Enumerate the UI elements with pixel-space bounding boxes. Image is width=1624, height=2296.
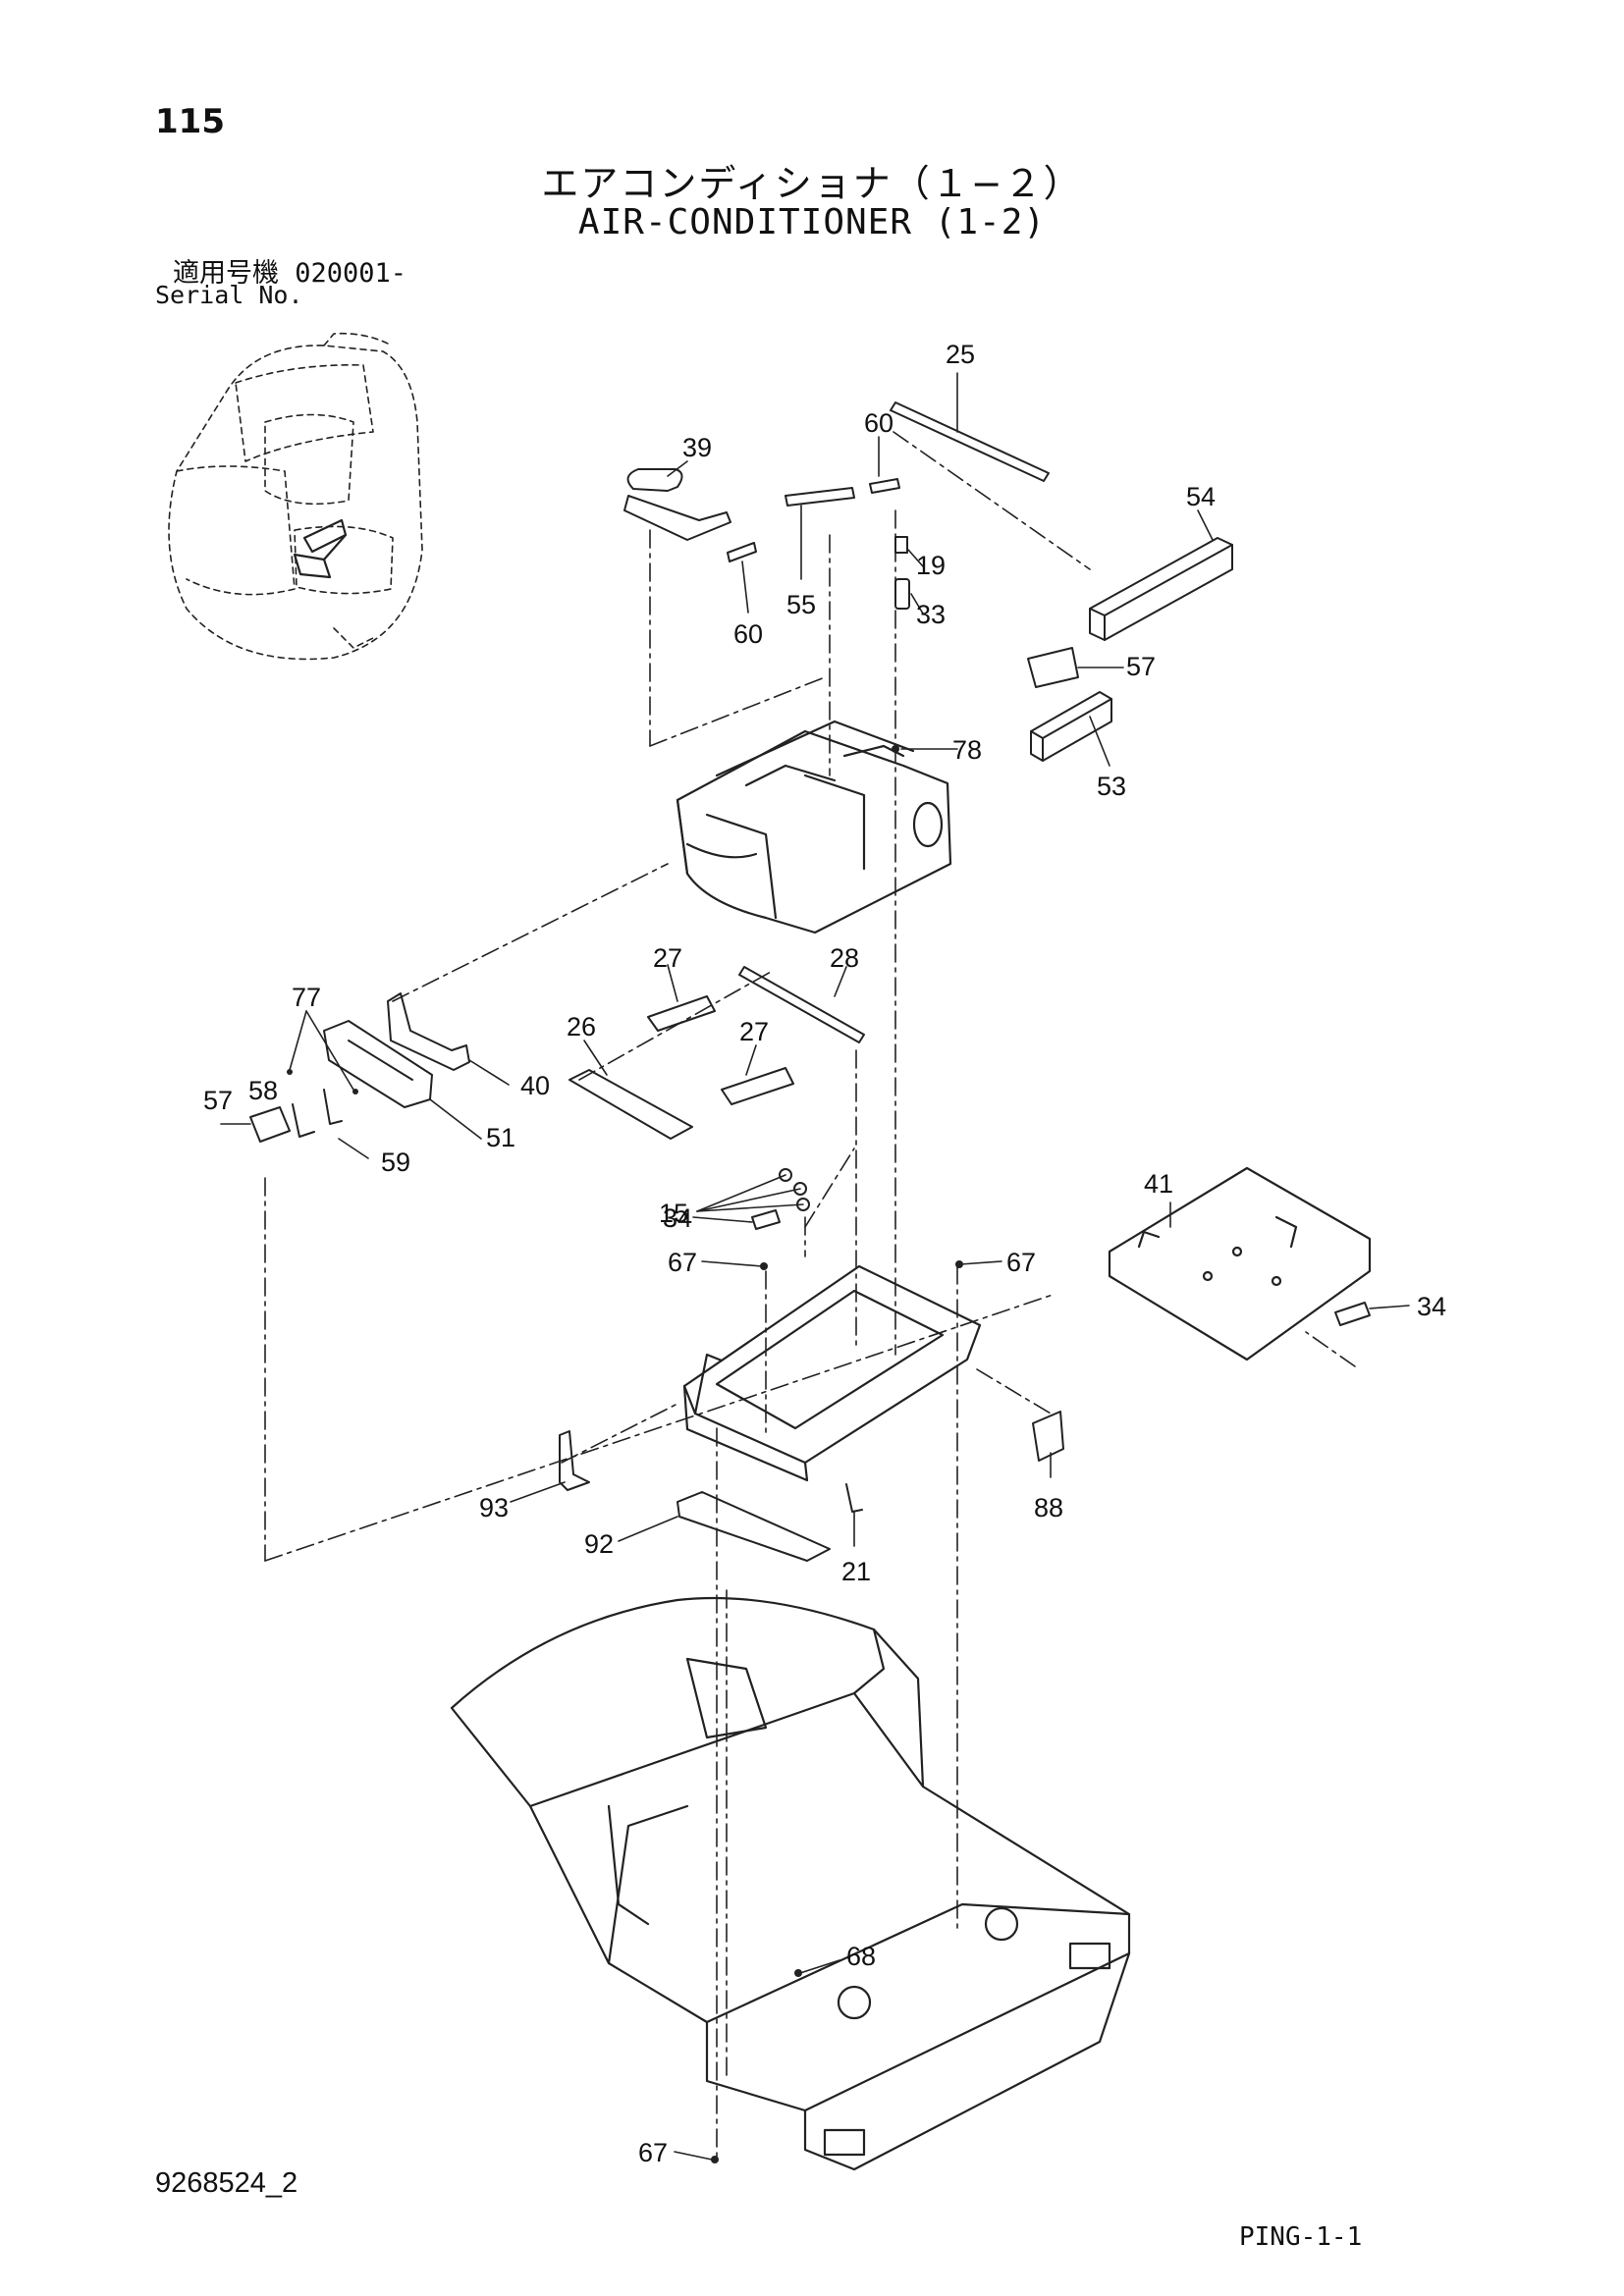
part-21-clip xyxy=(845,1483,863,1513)
callout-c34b: 34 xyxy=(1417,1292,1446,1321)
callout-c77: 77 xyxy=(292,983,321,1012)
callout-c59: 59 xyxy=(381,1148,410,1177)
fastener-dots xyxy=(287,745,963,2163)
part-25-bar xyxy=(890,401,1050,482)
cab-location-thumbnail xyxy=(168,332,423,661)
page-number: 115 xyxy=(155,102,225,141)
callout-c60a: 60 xyxy=(864,408,893,438)
callout-c26: 26 xyxy=(567,1012,596,1041)
callout-c40: 40 xyxy=(520,1071,550,1100)
callout-c92: 92 xyxy=(584,1529,614,1559)
title-japanese: エアコンディショナ（１−２） xyxy=(541,162,1083,205)
part-19-clip xyxy=(894,536,908,554)
callout-c60b: 60 xyxy=(733,619,763,649)
part-27-filter-a xyxy=(647,995,716,1032)
callout-c21: 21 xyxy=(841,1557,871,1586)
callout-c19: 19 xyxy=(916,551,946,580)
part-93-pad xyxy=(559,1430,590,1491)
part-57-pad-top xyxy=(1027,647,1079,688)
callout-c55: 55 xyxy=(786,590,816,619)
part-33-clip xyxy=(894,578,910,610)
callout-c67a: 67 xyxy=(668,1248,697,1277)
part-60-small-strip-b xyxy=(869,478,900,494)
callout-c27a: 27 xyxy=(653,943,682,973)
callout-c25: 25 xyxy=(946,340,975,369)
part-26-filter-sheet xyxy=(568,1069,693,1140)
part-55-strip xyxy=(785,487,855,507)
part-57-pad-left xyxy=(249,1106,291,1143)
callout-c93: 93 xyxy=(479,1493,509,1522)
cab-floor-frame xyxy=(450,1596,1131,2171)
part-54-block xyxy=(1089,537,1233,641)
cab-highlight xyxy=(293,518,348,579)
callout-c54: 54 xyxy=(1186,482,1216,511)
part-60-small-strip-a xyxy=(727,542,757,562)
air-conditioner-unit xyxy=(676,720,952,934)
callout-c88: 88 xyxy=(1034,1493,1063,1522)
title-english: AIR-CONDITIONER (1-2) xyxy=(577,202,1047,242)
callout-c58: 58 xyxy=(248,1076,278,1105)
callout-c67b: 67 xyxy=(1006,1248,1036,1277)
page-code: PING-1-1 xyxy=(1239,2222,1363,2252)
callout-labels: 25 60 39 54 19 55 33 60 57 78 53 27 28 26 27 77 40 57 58 51… xyxy=(203,340,1446,2167)
callout-c57a: 57 xyxy=(1126,652,1156,681)
assembly-guide-lines xyxy=(264,431,1356,2161)
part-28-bar xyxy=(738,966,865,1043)
part-27-filter-b xyxy=(721,1067,794,1105)
part-41-plate xyxy=(1108,1166,1372,1362)
part-34-pad-right xyxy=(1334,1302,1371,1326)
callout-c57b: 57 xyxy=(203,1086,233,1115)
part-53-pad xyxy=(1030,691,1112,762)
part-58-59-clips xyxy=(292,1089,343,1138)
callout-c67c: 67 xyxy=(638,2138,668,2167)
callout-c41: 41 xyxy=(1144,1169,1173,1199)
part-88-pad xyxy=(1032,1411,1064,1462)
callout-c28: 28 xyxy=(830,943,859,973)
part-39-bracket xyxy=(623,468,731,541)
callout-c33: 33 xyxy=(916,600,946,629)
serial-label-japanese: 適用号機 020001- xyxy=(173,258,407,289)
leader-lines xyxy=(220,372,1410,2161)
mounting-tray xyxy=(682,1264,982,1482)
callout-c15: 15 xyxy=(659,1199,688,1228)
callout-c51: 51 xyxy=(486,1123,515,1152)
callout-c68: 68 xyxy=(846,1942,876,1971)
callout-c34a: 34 xyxy=(663,1203,692,1233)
callout-c78: 78 xyxy=(952,735,982,765)
serial-label-english: Serial No. xyxy=(155,281,303,309)
callout-c53: 53 xyxy=(1097,772,1126,801)
part-40-bracket xyxy=(387,992,470,1071)
callout-c27b: 27 xyxy=(739,1017,769,1046)
document-number: 9268524_2 xyxy=(155,2167,298,2199)
callout-c39: 39 xyxy=(682,433,712,462)
part-92-plate xyxy=(677,1491,831,1562)
part-34-pad-center xyxy=(751,1209,781,1230)
